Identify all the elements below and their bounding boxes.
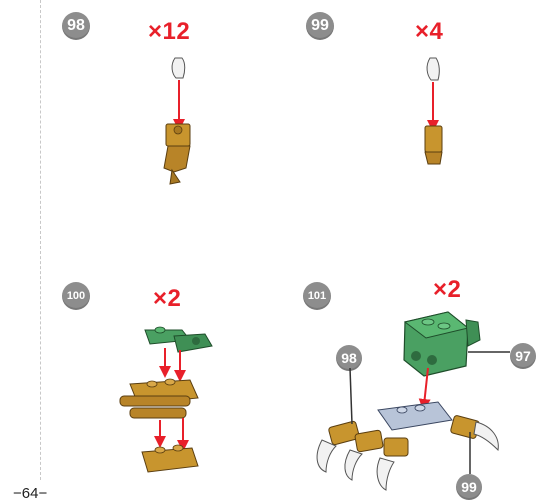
step-badge-99: 99: [306, 12, 334, 40]
margin-divider: [40, 0, 41, 480]
quantity-label: ×4: [415, 18, 444, 45]
green-head-block-icon: [403, 311, 481, 377]
step-number: 100: [66, 290, 86, 302]
claw-assembly-icon: [316, 401, 499, 491]
callout-badge-bottom: 99: [456, 474, 482, 500]
step-badge-98: 98: [62, 12, 90, 40]
quantity-label: ×2: [153, 285, 182, 312]
horn-piece-icon: [426, 57, 440, 81]
callout-number: 99: [461, 479, 477, 495]
callout-number: 97: [515, 348, 531, 364]
quantity-label: ×2: [433, 276, 462, 303]
horn-piece-icon: [171, 57, 186, 79]
gold-plate-icon: [141, 444, 199, 473]
gold-clip-piece-icon: [163, 123, 191, 185]
step-badge-100: 100: [62, 282, 90, 310]
gold-bar-piece-icon: [424, 125, 443, 165]
step-number: 98: [67, 17, 85, 34]
assembly-arrow: [418, 367, 431, 411]
green-plate-icon: [144, 326, 213, 353]
callout-leader-line: [349, 367, 353, 425]
step-badge-101: 101: [303, 282, 331, 310]
page-number: −64−: [13, 485, 48, 502]
callout-badge-right: 97: [510, 343, 536, 369]
gold-plate-icon: [119, 378, 199, 419]
step-number: 101: [307, 290, 327, 302]
callout-badge-left: 98: [336, 345, 362, 371]
callout-number: 98: [341, 350, 357, 366]
quantity-label: ×12: [148, 18, 191, 45]
step-number: 99: [311, 17, 329, 34]
